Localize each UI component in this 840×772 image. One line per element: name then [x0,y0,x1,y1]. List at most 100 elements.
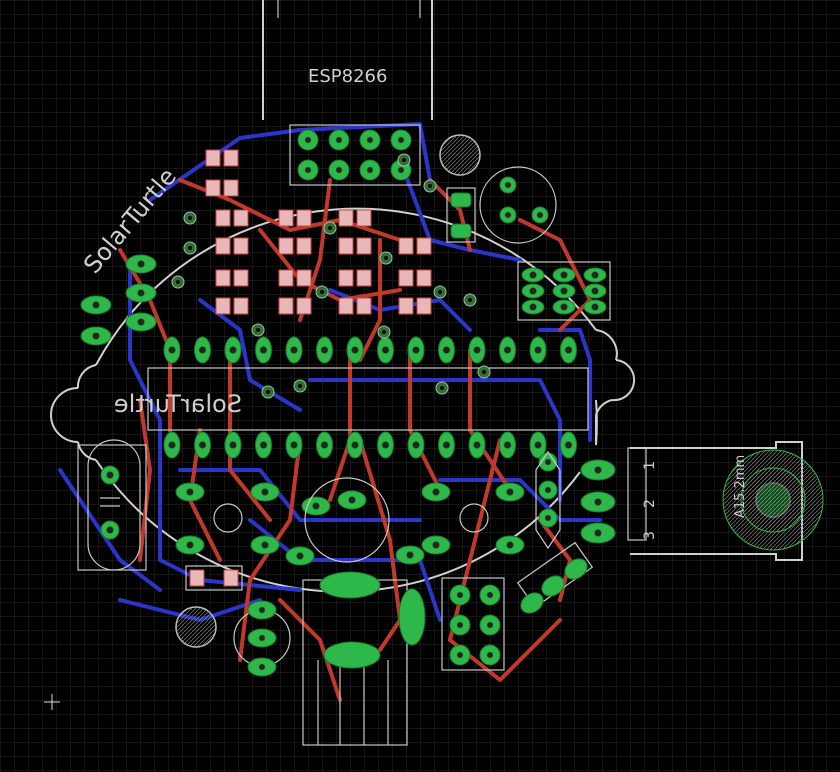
drill-hole [544,486,552,494]
smd-capacitor-bottom [185,565,243,591]
smd-pad [233,297,249,315]
via-drill [440,386,444,390]
drill-hole [591,287,599,295]
capacitor-round [479,166,557,244]
smd-pad [233,237,249,255]
smd-pad [278,269,294,287]
drill-hole [473,441,481,449]
smd-pad [278,209,294,227]
drill-hole [442,346,451,354]
drill-hole [198,441,207,449]
drill-hole [456,591,464,599]
via-drill [266,390,270,394]
smd-pad [215,209,231,227]
small-capacitor [446,187,476,243]
header-right-3x3 [517,261,611,321]
via-drill [382,330,386,334]
crystal-oscillator [77,439,147,571]
via-drill [438,290,442,294]
header-outline [289,124,421,186]
header-bottom-2x3 [441,577,505,671]
drill-hole [198,346,207,354]
via-drill [298,384,302,388]
drill-hole [366,136,374,144]
drill-hole [229,441,237,449]
drill-hole [529,287,537,295]
drill-hole [560,303,568,311]
smd-pad [296,297,312,315]
header-top-center [289,124,421,186]
smd-pad [398,237,414,255]
via-drill [468,298,472,302]
trimmer-outline [213,503,243,533]
pin-number-1: 1 [642,461,658,470]
drill-hole [503,441,512,449]
dip-pads-top-row [163,336,577,364]
smd-pad [398,269,414,287]
usb-connector [302,571,426,746]
smd-pad [296,209,312,227]
drill-hole [229,346,237,354]
drill-hole [432,488,440,496]
drill-hole [486,621,494,629]
drill-hole [544,514,552,522]
smd-pad [416,297,432,315]
board-outline [50,207,636,593]
drill-hole [412,346,420,354]
smd-pad [338,209,354,227]
diode-outline [535,450,561,550]
drill-hole [168,441,176,449]
via-drill [482,370,486,374]
drill-hole [534,441,542,449]
drill-hole [259,441,268,449]
drill-hole [335,136,343,144]
smd-pad [205,179,221,197]
smd-pad [215,237,231,255]
smd-pad [215,297,231,315]
drill-hole [412,441,420,449]
drill-hole [296,552,304,560]
smd-pad [356,269,372,287]
smd-pad [296,237,312,255]
smd-pad [356,297,372,315]
drill-hole [442,441,451,449]
smd-resistor-array [205,149,432,315]
drill-hole [529,303,537,311]
drill-hole [397,166,405,174]
left-connector [80,254,157,346]
smd-pad [233,209,249,227]
drill-hole [560,271,568,279]
mounting-hole-bottom [175,606,217,648]
drill-hole [290,346,298,354]
drill-hole [381,441,390,449]
drill-hole [261,541,269,549]
drill-hole [397,136,405,144]
drill-hole [486,591,494,599]
drill-hole [503,346,512,354]
lower-component-cluster [175,450,561,566]
smd-pad [223,149,239,167]
via-drill [428,184,432,188]
drill-hole [506,488,514,496]
trimmer-outline [459,503,489,533]
drill-hole [560,287,568,295]
via-drill [384,256,388,260]
drill-hole [506,541,514,549]
transistor-bottom-left [233,600,291,677]
smd-pad [296,269,312,287]
drill-hole [259,346,268,354]
smd-pad [205,149,221,167]
via-drill [188,246,192,250]
mounting-hole-top [439,134,481,176]
drill-hole [486,651,494,659]
drill-hole [312,502,320,510]
drill-hole [348,496,356,504]
drill-hole [534,346,542,354]
drill-hole [320,441,329,449]
drill-hole [261,488,269,496]
drill-hole [304,166,312,174]
bottom-silkscreen-name: SolarTurtle [114,390,242,418]
drill-hole [186,541,194,549]
pin-number-3: 3 [642,531,658,540]
